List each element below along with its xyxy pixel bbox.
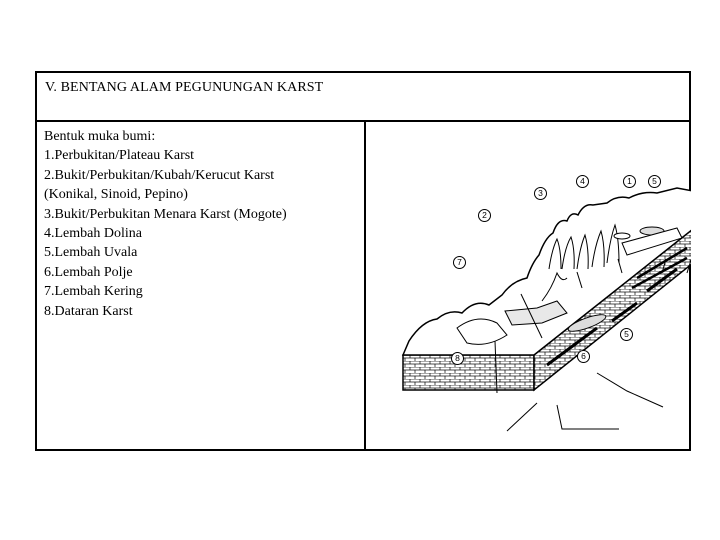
diagram-cell — [366, 122, 691, 449]
list-item: 8.Dataran Karst — [44, 303, 133, 319]
label-7: 7 — [453, 256, 466, 269]
page-title: V. BENTANG ALAM PEGUNUNGAN KARST — [45, 80, 324, 95]
block-front-face — [402, 354, 535, 391]
list-item: 2.Bukit/Perbukitan/Kubah/Kerucut Karst — [44, 167, 275, 183]
label-2: 2 — [478, 209, 491, 222]
label-5-top: 5 — [648, 175, 661, 188]
list-item: 3.Bukit/Perbukitan Menara Karst (Mogote) — [44, 206, 287, 222]
label-5-bottom: 5 — [620, 328, 633, 341]
landform-list-cell: Bentuk muka bumi: 1.Perbukitan/Plateau K… — [37, 122, 366, 449]
label-3: 3 — [534, 187, 547, 200]
list-item: 4.Lembah Dolina — [44, 226, 142, 242]
landform-list: Bentuk muka bumi: 1.Perbukitan/Plateau K… — [44, 127, 287, 321]
label-6: 6 — [577, 350, 590, 363]
list-item: 1.Perbukitan/Plateau Karst — [44, 148, 195, 164]
karst-surface — [401, 187, 691, 356]
karst-block-diagram — [401, 187, 691, 432]
list-item: 5.Lembah Uvala — [44, 245, 138, 261]
list-item: (Konikal, Sinoid, Pepino) — [44, 187, 188, 203]
label-4: 4 — [576, 175, 589, 188]
list-item: 7.Lembah Kering — [44, 284, 143, 300]
label-leaders — [494, 258, 691, 432]
title-row: V. BENTANG ALAM PEGUNUNGAN KARST — [37, 73, 689, 122]
label-8: 8 — [451, 352, 464, 365]
content-table: V. BENTANG ALAM PEGUNUNGAN KARST Bentuk … — [35, 71, 691, 451]
label-1: 1 — [623, 175, 636, 188]
list-item: 6.Lembah Polje — [44, 264, 133, 280]
list-heading: Bentuk muka bumi: — [44, 129, 156, 144]
